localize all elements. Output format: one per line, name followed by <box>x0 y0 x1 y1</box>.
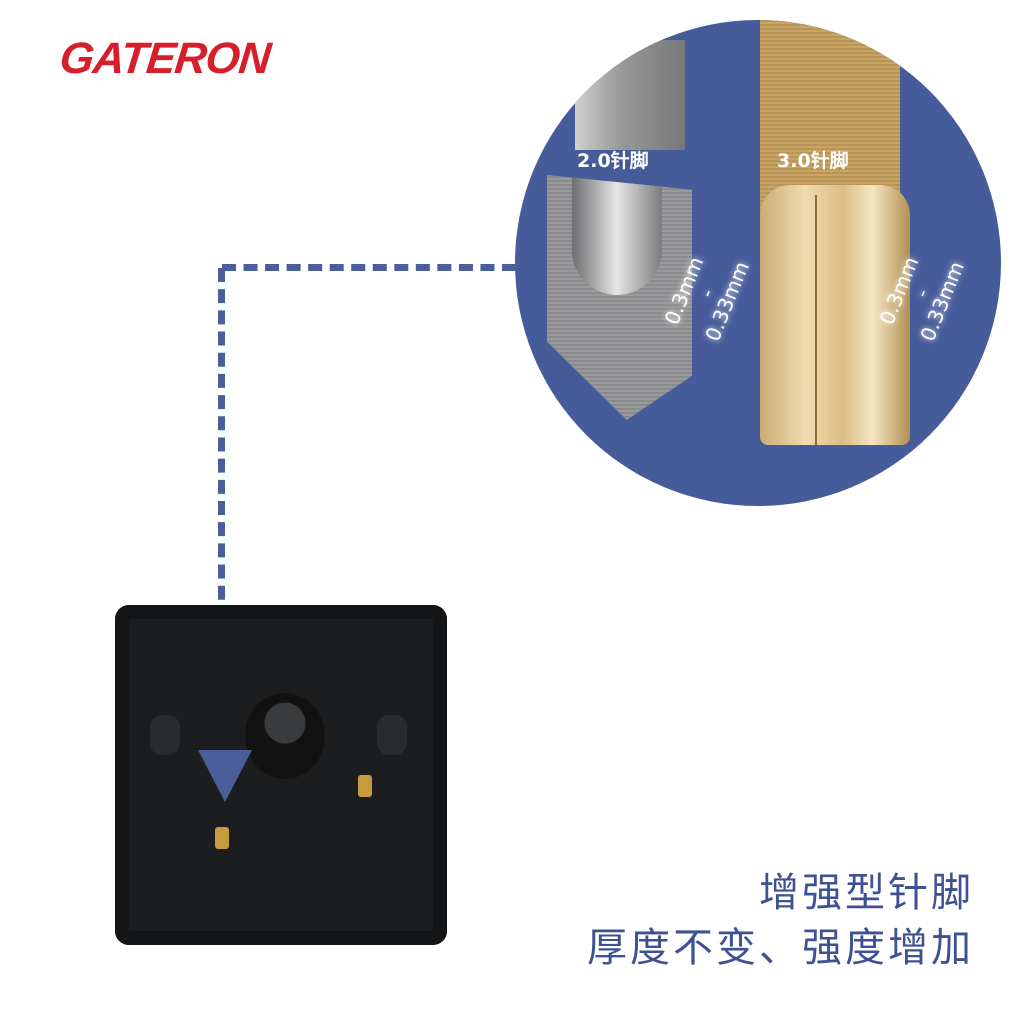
keyboard-switch-bottom <box>115 605 447 945</box>
silver-pin-top <box>575 40 685 150</box>
tagline-title: 增强型针脚 <box>759 870 974 916</box>
pin-3-0-label: 3.0针脚 <box>777 150 849 172</box>
pin-3-0 <box>760 185 910 445</box>
switch-pin-left <box>215 827 229 849</box>
pin-comparison-closeup: 2.0针脚 3.0针脚 0.3mm-0.33mm 0.3mm-0.33mm <box>515 20 1001 506</box>
dashed-connector-vertical <box>218 268 225 748</box>
switch-pin-right <box>358 775 372 797</box>
arrow-down-icon <box>198 750 252 802</box>
dashed-connector-horizontal <box>222 264 516 271</box>
switch-center-stem <box>245 693 325 779</box>
switch-post-left <box>150 715 180 755</box>
switch-post-right <box>377 715 407 755</box>
pin-2-0-label: 2.0针脚 <box>577 150 649 172</box>
gateron-logo: GATERON <box>57 34 273 83</box>
tagline-subtitle: 厚度不变、强度增加 <box>587 925 974 971</box>
